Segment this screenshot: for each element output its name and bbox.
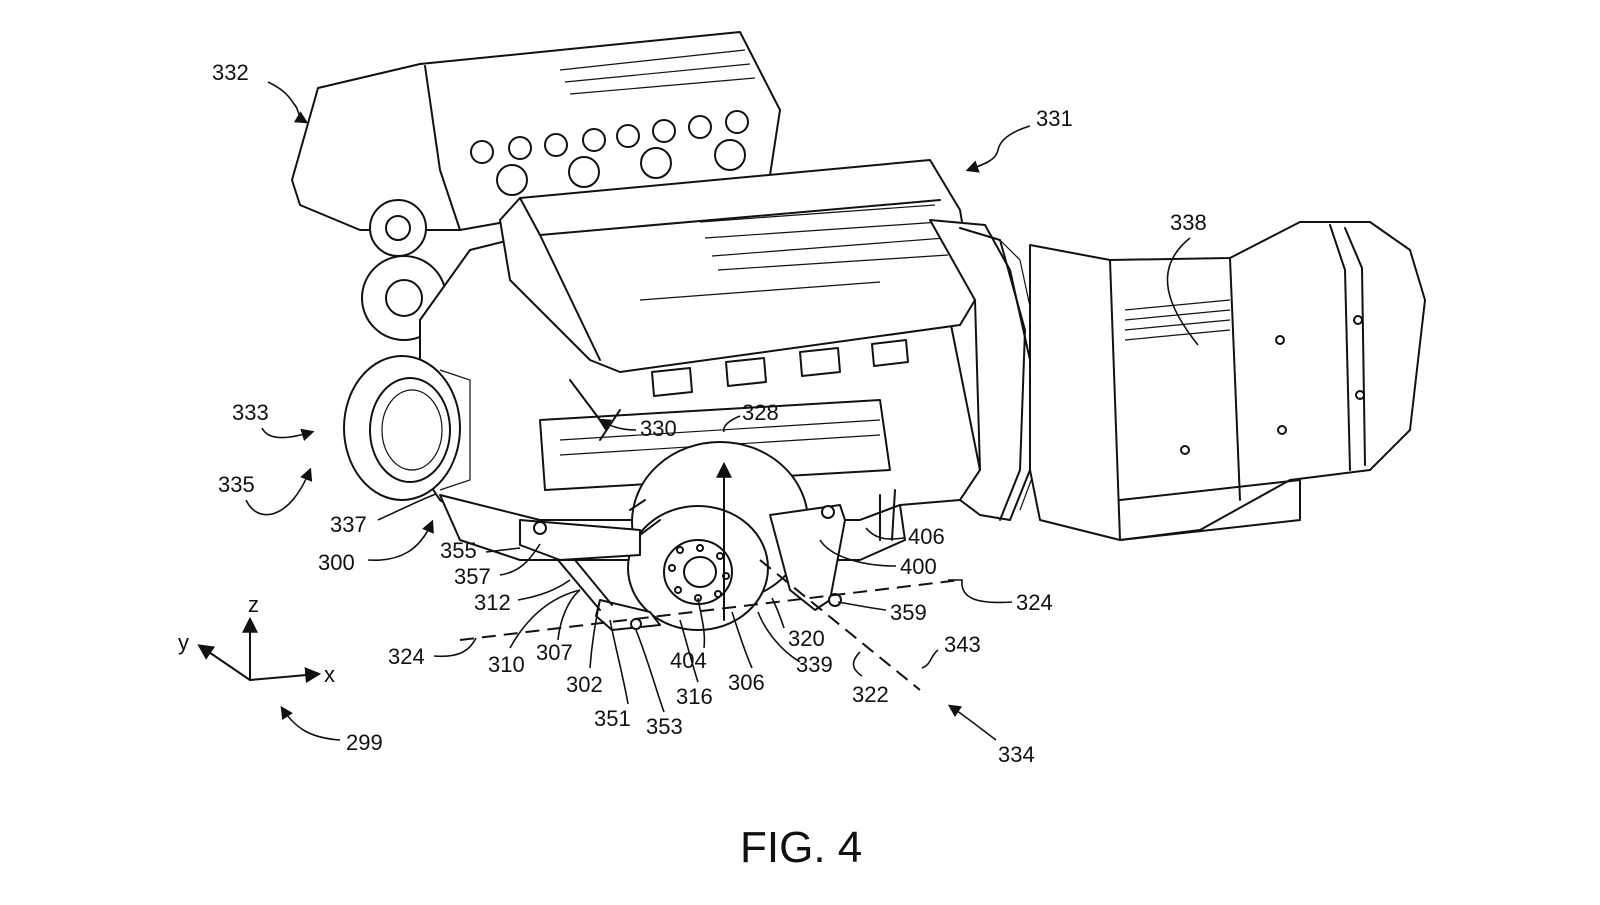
- label-330: 330: [640, 416, 677, 441]
- figure-caption: FIG. 4: [740, 823, 862, 872]
- label-338: 338: [1170, 210, 1207, 235]
- label-351: 351: [594, 706, 631, 731]
- label-310: 310: [488, 652, 525, 677]
- label-316: 316: [676, 684, 713, 709]
- label-302: 302: [566, 672, 603, 697]
- axis-x-label: x: [324, 662, 335, 687]
- label-404: 404: [670, 648, 707, 673]
- axis-324-line: [459, 579, 961, 641]
- label-332: 332: [212, 60, 249, 85]
- label-306: 306: [728, 670, 765, 695]
- label-343: 343: [944, 632, 981, 657]
- label-406: 406: [908, 524, 945, 549]
- label-355: 355: [440, 538, 477, 563]
- axis-322-line: [759, 559, 921, 691]
- label-328: 328: [742, 400, 779, 425]
- label-331: 331: [1036, 106, 1073, 131]
- label-307: 307: [536, 640, 573, 665]
- label-359: 359: [890, 600, 927, 625]
- label-299: 299: [346, 730, 383, 755]
- label-334: 334: [998, 742, 1035, 767]
- label-333: 333: [232, 400, 269, 425]
- label-324-right: 324: [1016, 590, 1053, 615]
- leader-lines: [245, 81, 1199, 741]
- label-300: 300: [318, 550, 355, 575]
- label-400: 400: [900, 554, 937, 579]
- axis-y-label: y: [178, 630, 189, 655]
- axis-z-label: z: [248, 592, 259, 617]
- label-320: 320: [788, 626, 825, 651]
- label-312: 312: [474, 590, 511, 615]
- label-353: 353: [646, 714, 683, 739]
- label-337: 337: [330, 512, 367, 537]
- label-335: 335: [218, 472, 255, 497]
- reference-labels: 332 331 338 333 335 330 328 337 300 355 …: [212, 60, 1207, 767]
- label-324-left: 324: [388, 644, 425, 669]
- engine-illustration: [291, 31, 1426, 631]
- label-339: 339: [796, 652, 833, 677]
- coordinate-axes: z y x: [178, 592, 335, 687]
- label-322: 322: [852, 682, 889, 707]
- label-357: 357: [454, 564, 491, 589]
